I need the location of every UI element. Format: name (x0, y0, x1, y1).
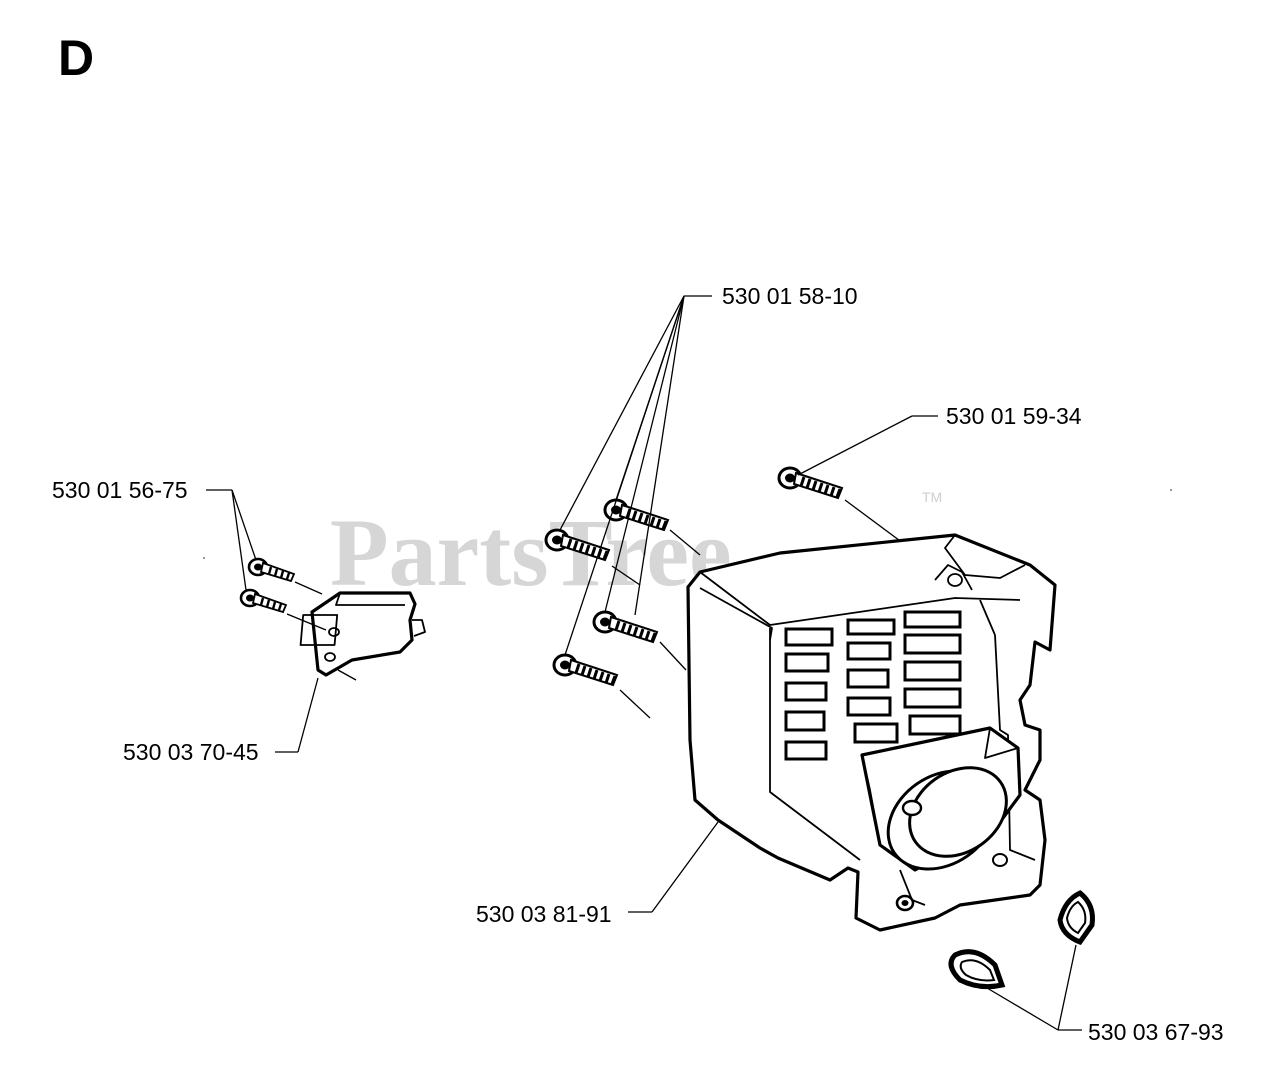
callout-bracket-screws-label: 530 01 56-75 (52, 477, 188, 503)
callout-muffler-cover-label: 530 03 81-91 (476, 901, 612, 927)
cover-screw-mid (592, 610, 659, 644)
cover-screw-bottom (552, 653, 619, 687)
callout-cover-screw: 530 01 59-34 (797, 403, 1082, 476)
callout-muffler-cover: 530 03 81-91 (476, 821, 719, 927)
callout-bracket-label: 530 03 70-45 (123, 739, 259, 765)
gasket-right (1057, 890, 1095, 946)
speck (1170, 489, 1172, 491)
cover-screw-right (777, 466, 844, 500)
callout-gaskets-label: 530 03 67-93 (1088, 1019, 1224, 1045)
watermark-trademark: TM (922, 489, 942, 505)
vent-slots (784, 610, 962, 761)
callout-screw-set: 530 01 58-10 (559, 283, 858, 656)
callout-cover-screw-label: 530 01 59-34 (946, 403, 1082, 429)
watermark-text: PartsTree (330, 499, 732, 606)
bracket-part (299, 591, 426, 677)
callout-bracket: 530 03 70-45 (123, 677, 319, 765)
bracket-screw-upper (247, 557, 296, 583)
bracket-screw-lower (239, 588, 288, 614)
muffler-cover-part (686, 533, 1057, 932)
section-letter: D (58, 30, 94, 86)
speck (203, 557, 205, 559)
gasket-left (948, 949, 1006, 990)
bracket-screw-axis-lines (286, 581, 357, 681)
callout-screw-set-label: 530 01 58-10 (722, 283, 858, 309)
callout-gaskets: 530 03 67-93 (981, 944, 1224, 1045)
callout-bracket-screws: 530 01 56-75 (52, 477, 257, 591)
